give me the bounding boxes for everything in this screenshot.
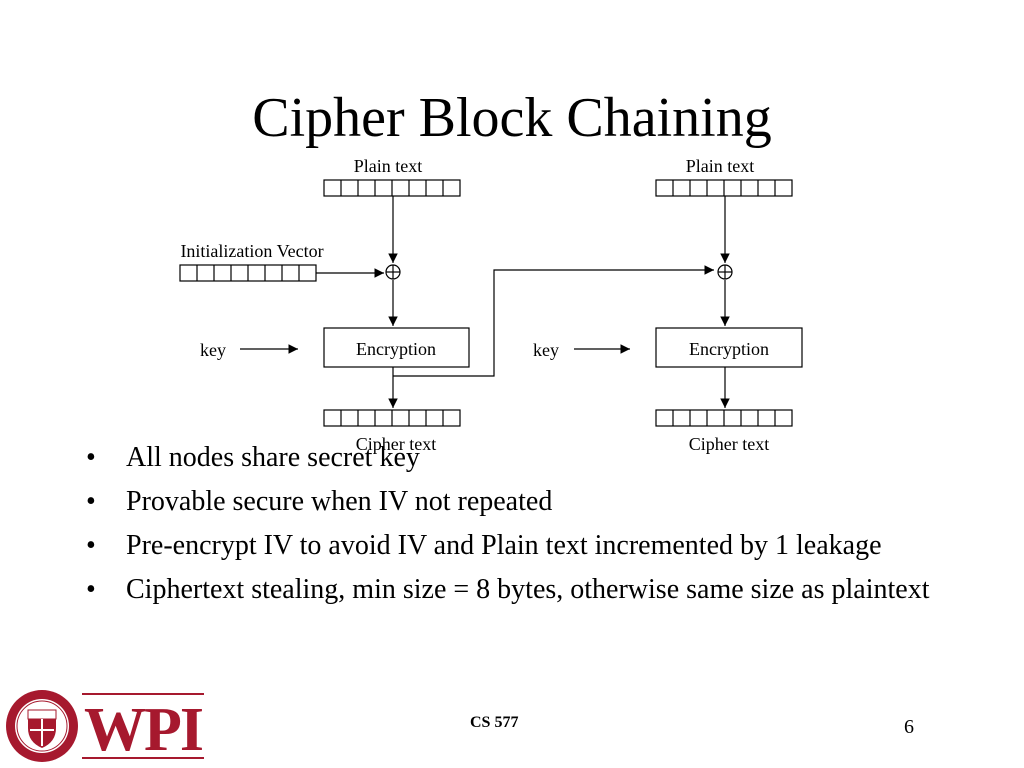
xor-node-2 bbox=[717, 264, 733, 280]
plain-text-label-2: Plain text bbox=[686, 156, 755, 176]
ciphertext-block-1 bbox=[323, 409, 461, 427]
wpi-logo: WPI bbox=[6, 690, 205, 764]
encryption-box-2 bbox=[655, 327, 803, 368]
xor-node-1 bbox=[385, 264, 401, 280]
bullet-marker: • bbox=[86, 486, 96, 517]
chain-line-ciphertext-to-xor-2 bbox=[393, 265, 714, 377]
bullet-marker: • bbox=[86, 530, 96, 561]
bullet-text: Provable secure when IV not repeated bbox=[126, 486, 553, 517]
bullet-text: Pre-encrypt IV to avoid IV and Plain tex… bbox=[126, 530, 882, 561]
key-label-2: key bbox=[533, 340, 559, 360]
cipher-text-label-2: Cipher text bbox=[689, 434, 769, 454]
encryption-label-1: Encryption bbox=[356, 339, 436, 359]
cbc-diagram: Plain text Plain text Initialization Vec… bbox=[179, 156, 803, 454]
iv-label: Initialization Vector bbox=[180, 241, 323, 261]
footer-course-label: CS 577 bbox=[470, 714, 519, 731]
key-label-1: key bbox=[200, 340, 226, 360]
bullet-marker: • bbox=[86, 442, 96, 473]
bullet-item: • Pre-encrypt IV to avoid IV and Plain te… bbox=[86, 529, 966, 563]
encryption-label-2: Encryption bbox=[689, 339, 769, 359]
svg-text:WPI: WPI bbox=[84, 696, 203, 764]
bullet-item: • Provable secure when IV not repeated bbox=[86, 485, 966, 519]
bullet-marker: • bbox=[86, 574, 96, 605]
slide-title: Cipher Block Chaining bbox=[252, 87, 772, 149]
bullet-list: • All nodes share secret key • Provable se… bbox=[86, 441, 966, 617]
wpi-wordmark: WPI bbox=[82, 693, 205, 764]
iv-block bbox=[179, 264, 317, 282]
bullet-text: All nodes share secret key bbox=[126, 442, 420, 473]
encryption-box-1 bbox=[323, 327, 470, 368]
plaintext-block-1 bbox=[323, 179, 461, 197]
bullet-text: Ciphertext stealing, min size = 8 bytes,… bbox=[126, 574, 930, 605]
plain-text-label-1: Plain text bbox=[354, 156, 423, 176]
ciphertext-block-2 bbox=[655, 409, 793, 427]
plaintext-block-2 bbox=[655, 179, 793, 197]
wpi-seal bbox=[6, 690, 78, 762]
page-number: 6 bbox=[904, 716, 914, 738]
bullet-item: • Ciphertext stealing, min size = 8 bytes… bbox=[86, 573, 966, 607]
cipher-text-label-1: Cipher text bbox=[356, 434, 436, 454]
bullet-item: • All nodes share secret key bbox=[86, 441, 966, 475]
